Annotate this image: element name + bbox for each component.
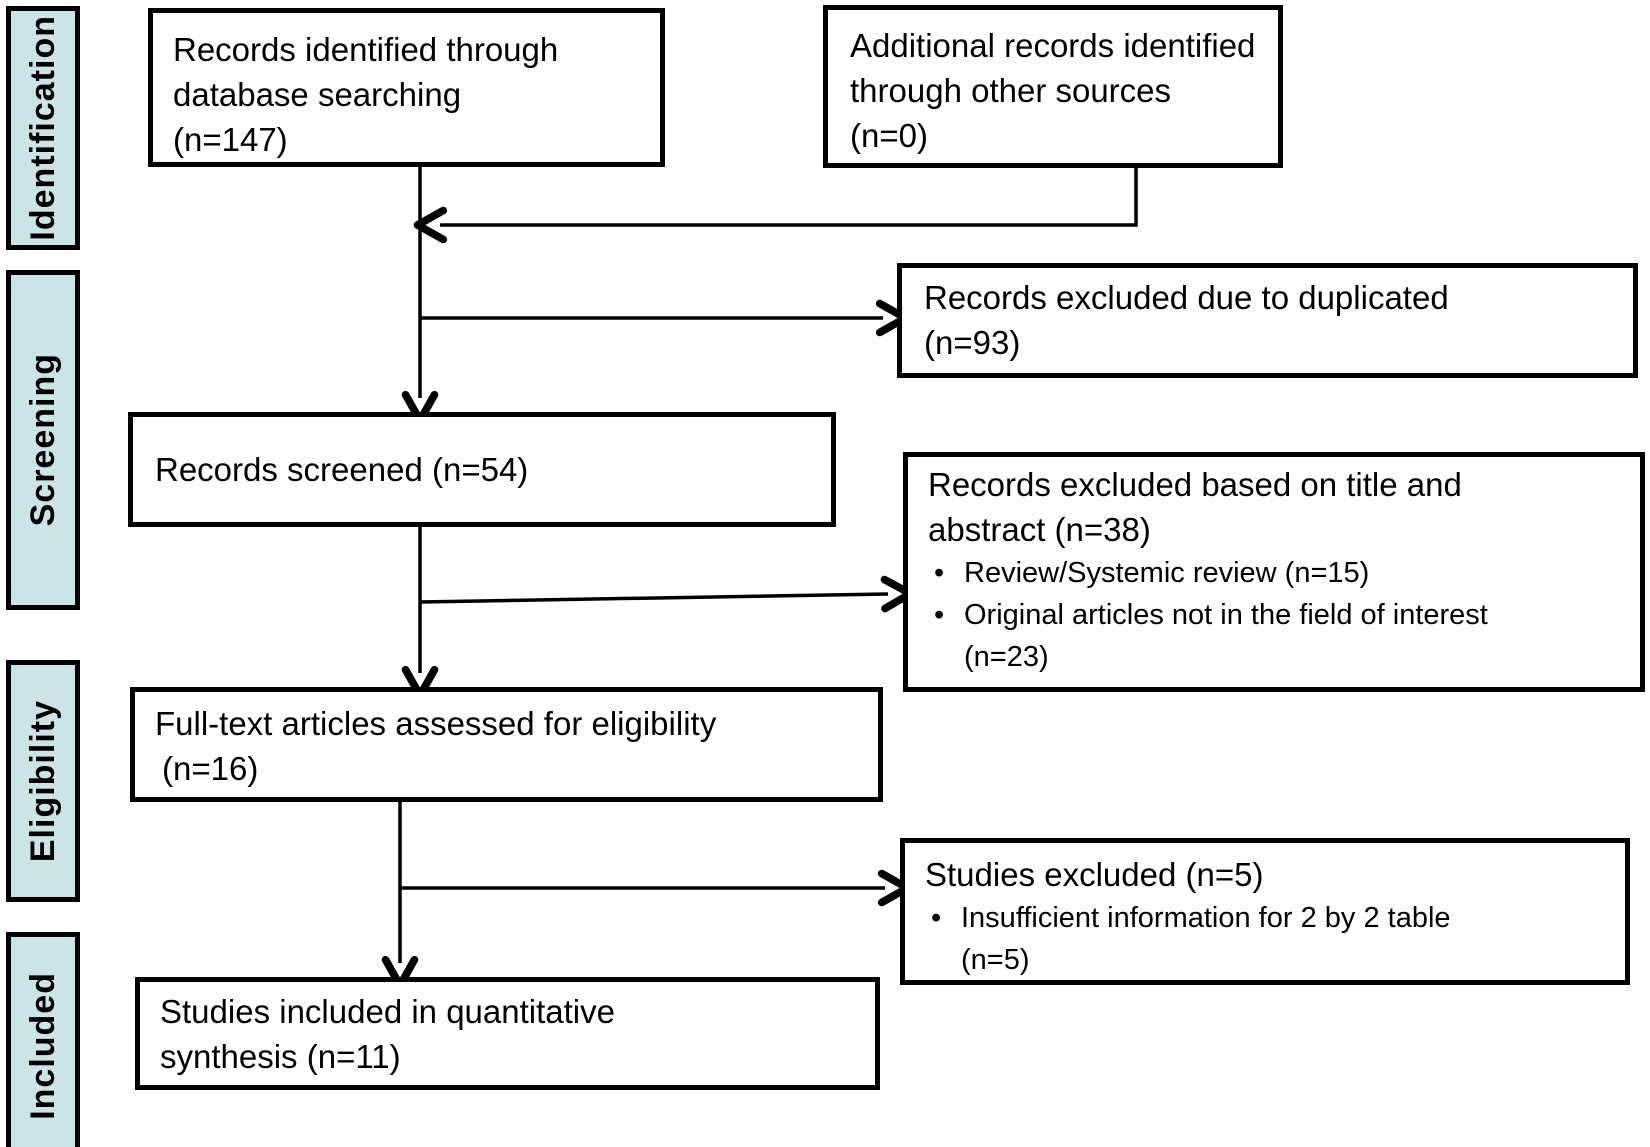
- box-fulltext-assessed: Full-text articles assessed for eligibil…: [130, 687, 883, 802]
- arrow-to-title-abstract-excluded: [419, 575, 915, 613]
- box-text-line: database searching: [173, 76, 462, 113]
- bullet-text: Original articles not in the field of in…: [964, 594, 1632, 678]
- bullet-text-line: Review/Systemic review (n=15): [964, 557, 1370, 589]
- bullet-text-line: Original articles not in the field of in…: [964, 599, 1488, 631]
- stage-label-identification: Identification: [6, 6, 80, 250]
- stage-label-screening: Screening: [6, 270, 80, 610]
- bullet-text-line: Insufficient information for 2 by 2 tabl…: [961, 902, 1451, 934]
- box-records-screened: Records screened (n=54): [128, 412, 836, 527]
- bullet-dot: •: [934, 557, 945, 589]
- box-text-line: abstract (n=38): [928, 511, 1151, 548]
- bullet-text-line: (n=5): [961, 944, 1030, 976]
- bullet-item: • Insufficient information for 2 by 2 ta…: [925, 897, 1617, 981]
- box-text-line: (n=16): [162, 750, 259, 787]
- box-text-line: through other sources: [850, 72, 1172, 109]
- stage-label-included: Included: [6, 932, 80, 1147]
- box-records-identified: Records identified through database sear…: [148, 8, 665, 167]
- bullet-text: Insufficient information for 2 by 2 tabl…: [961, 897, 1617, 981]
- box-additional-records: Additional records identified through ot…: [823, 5, 1283, 168]
- bullet-dot: •: [931, 902, 942, 934]
- stage-label-eligibility: Eligibility: [6, 660, 80, 902]
- bullet-dot: •: [934, 599, 945, 631]
- box-text-line: Additional records identified: [850, 27, 1256, 64]
- box-text-line: Records excluded based on title and: [928, 466, 1462, 503]
- bullet-item: • Review/Systemic review (n=15): [928, 552, 1632, 594]
- box-text-line: (n=93): [924, 324, 1021, 361]
- stage-label-text: Identification: [23, 15, 62, 241]
- bullet-item: • Original articles not in the field of …: [928, 594, 1632, 678]
- box-title-abstract-excluded: Records excluded based on title and abst…: [903, 452, 1645, 692]
- box-text-line: Records screened (n=54): [155, 451, 529, 488]
- stage-label-text: Screening: [23, 353, 62, 527]
- box-text-line: Studies excluded (n=5): [925, 856, 1264, 893]
- stage-label-text: Included: [23, 972, 62, 1120]
- box-text-line: synthesis (n=11): [160, 1038, 401, 1075]
- stage-label-text: Eligibility: [23, 699, 62, 863]
- box-text-line: Full-text articles assessed for eligibil…: [155, 705, 717, 742]
- box-text-line: Studies included in quantitative: [160, 993, 615, 1030]
- box-studies-excluded: Studies excluded (n=5) • Insufficient in…: [900, 838, 1630, 985]
- arrow-additional-to-main-line: [413, 168, 1138, 244]
- box-text-line: (n=147): [173, 121, 288, 158]
- box-included-quantitative: Studies included in quantitative synthes…: [135, 977, 880, 1090]
- box-text-line: Records excluded due to duplicated: [924, 279, 1449, 316]
- box-duplicates-excluded: Records excluded due to duplicated (n=93…: [897, 263, 1638, 378]
- bullet-text-line: (n=23): [964, 641, 1049, 673]
- box-text-line: Records identified through: [173, 31, 559, 68]
- box-text-line: (n=0): [850, 117, 928, 154]
- bullet-text: Review/Systemic review (n=15): [964, 552, 1632, 594]
